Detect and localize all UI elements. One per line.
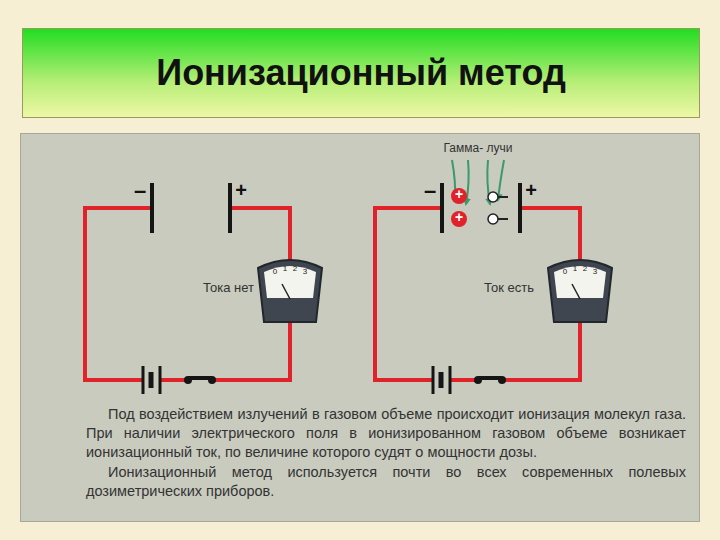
ion-charge: + (455, 210, 463, 224)
scale-digit: 0 (563, 268, 567, 276)
polarity-sign: – (134, 180, 146, 202)
scale-digit: 2 (583, 265, 587, 273)
scale-digit: 3 (303, 268, 307, 276)
scale-digit: 2 (293, 265, 297, 273)
gamma-rays-label: Гамма- лучи (444, 142, 513, 154)
caption-text: Под воздействием излучений в газовом объ… (86, 405, 686, 462)
current-note: Тока нет (203, 281, 254, 294)
scale-digit: 0 (273, 268, 277, 276)
scale-digit: 1 (283, 265, 287, 273)
polarity-sign: – (424, 180, 436, 202)
caption-text: Ионизационный метод используется почти в… (86, 463, 686, 501)
scale-digit: 3 (593, 268, 597, 276)
polarity-sign: + (525, 180, 537, 200)
current-note: Ток есть (484, 281, 534, 294)
slide-title: Ионизационный метод (22, 28, 700, 118)
ion-charge: + (455, 187, 463, 201)
polarity-sign: + (235, 180, 247, 200)
scale-digit: 1 (573, 265, 577, 273)
poster-panel (20, 133, 700, 522)
